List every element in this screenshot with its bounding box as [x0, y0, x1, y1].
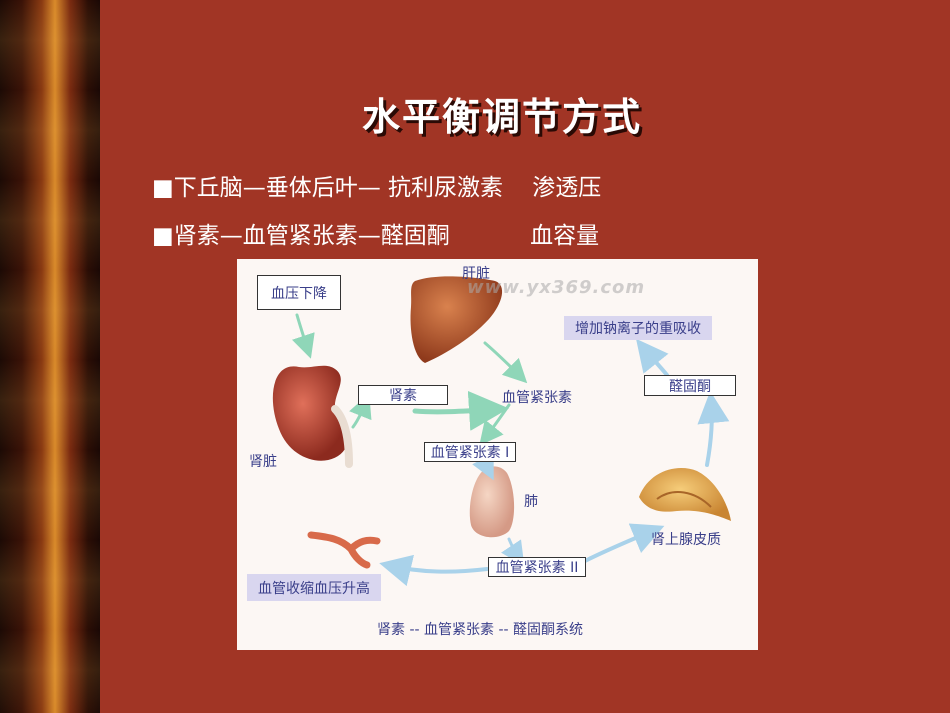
angiotensin-2-box: 血管紧张素 II	[488, 557, 586, 577]
renin-box: 肾素	[358, 385, 448, 405]
blood-vessel-illustration	[307, 531, 381, 569]
bullet-mark: ■	[152, 175, 174, 201]
vasoconstriction-box: 血管收缩血压升高	[247, 574, 381, 601]
angiotensinogen-label: 血管紧张素	[502, 390, 572, 406]
diagram-artwork	[272, 276, 731, 587]
bullet-text: 下丘脑—垂体后叶— 抗利尿激素 渗透压	[173, 175, 602, 201]
bullet-item-raas: ■肾素—血管紧张素—醛固酮 血容量	[152, 216, 599, 250]
liver-illustration	[410, 276, 503, 363]
slide-title: 水平衡调节方式	[361, 95, 642, 139]
raas-diagram: www.yx369.com 血压下降 肝脏 肾脏 肾素 血管紧张素 血管紧张素 …	[237, 259, 758, 650]
kidney-label: 肾脏	[249, 454, 277, 470]
adrenal-cortex-label: 肾上腺皮质	[651, 532, 721, 548]
kidney-illustration	[272, 365, 353, 468]
liver-label: 肝脏	[462, 266, 490, 282]
decorative-flask-image	[0, 0, 100, 713]
bullet-item-adh: ■下丘脑—垂体后叶— 抗利尿激素 渗透压	[152, 168, 601, 202]
aldosterone-box: 醛固酮	[644, 375, 736, 396]
angiotensin-1-box: 血管紧张素 I	[424, 442, 516, 462]
diagram-caption: 肾素 -- 血管紧张素 -- 醛固酮系统	[377, 622, 584, 638]
lung-illustration	[469, 466, 515, 538]
bullet-text: 肾素—血管紧张素—醛固酮 血容量	[173, 223, 600, 249]
lung-label: 肺	[524, 494, 538, 510]
bullet-mark: ■	[152, 223, 174, 249]
sodium-reabsorption-box: 增加钠离子的重吸收	[564, 316, 712, 340]
adrenal-illustration	[639, 468, 731, 521]
watermark: www.yx369.com	[467, 277, 646, 298]
flow-arrows	[291, 313, 730, 587]
bp-drop-box: 血压下降	[257, 275, 341, 310]
